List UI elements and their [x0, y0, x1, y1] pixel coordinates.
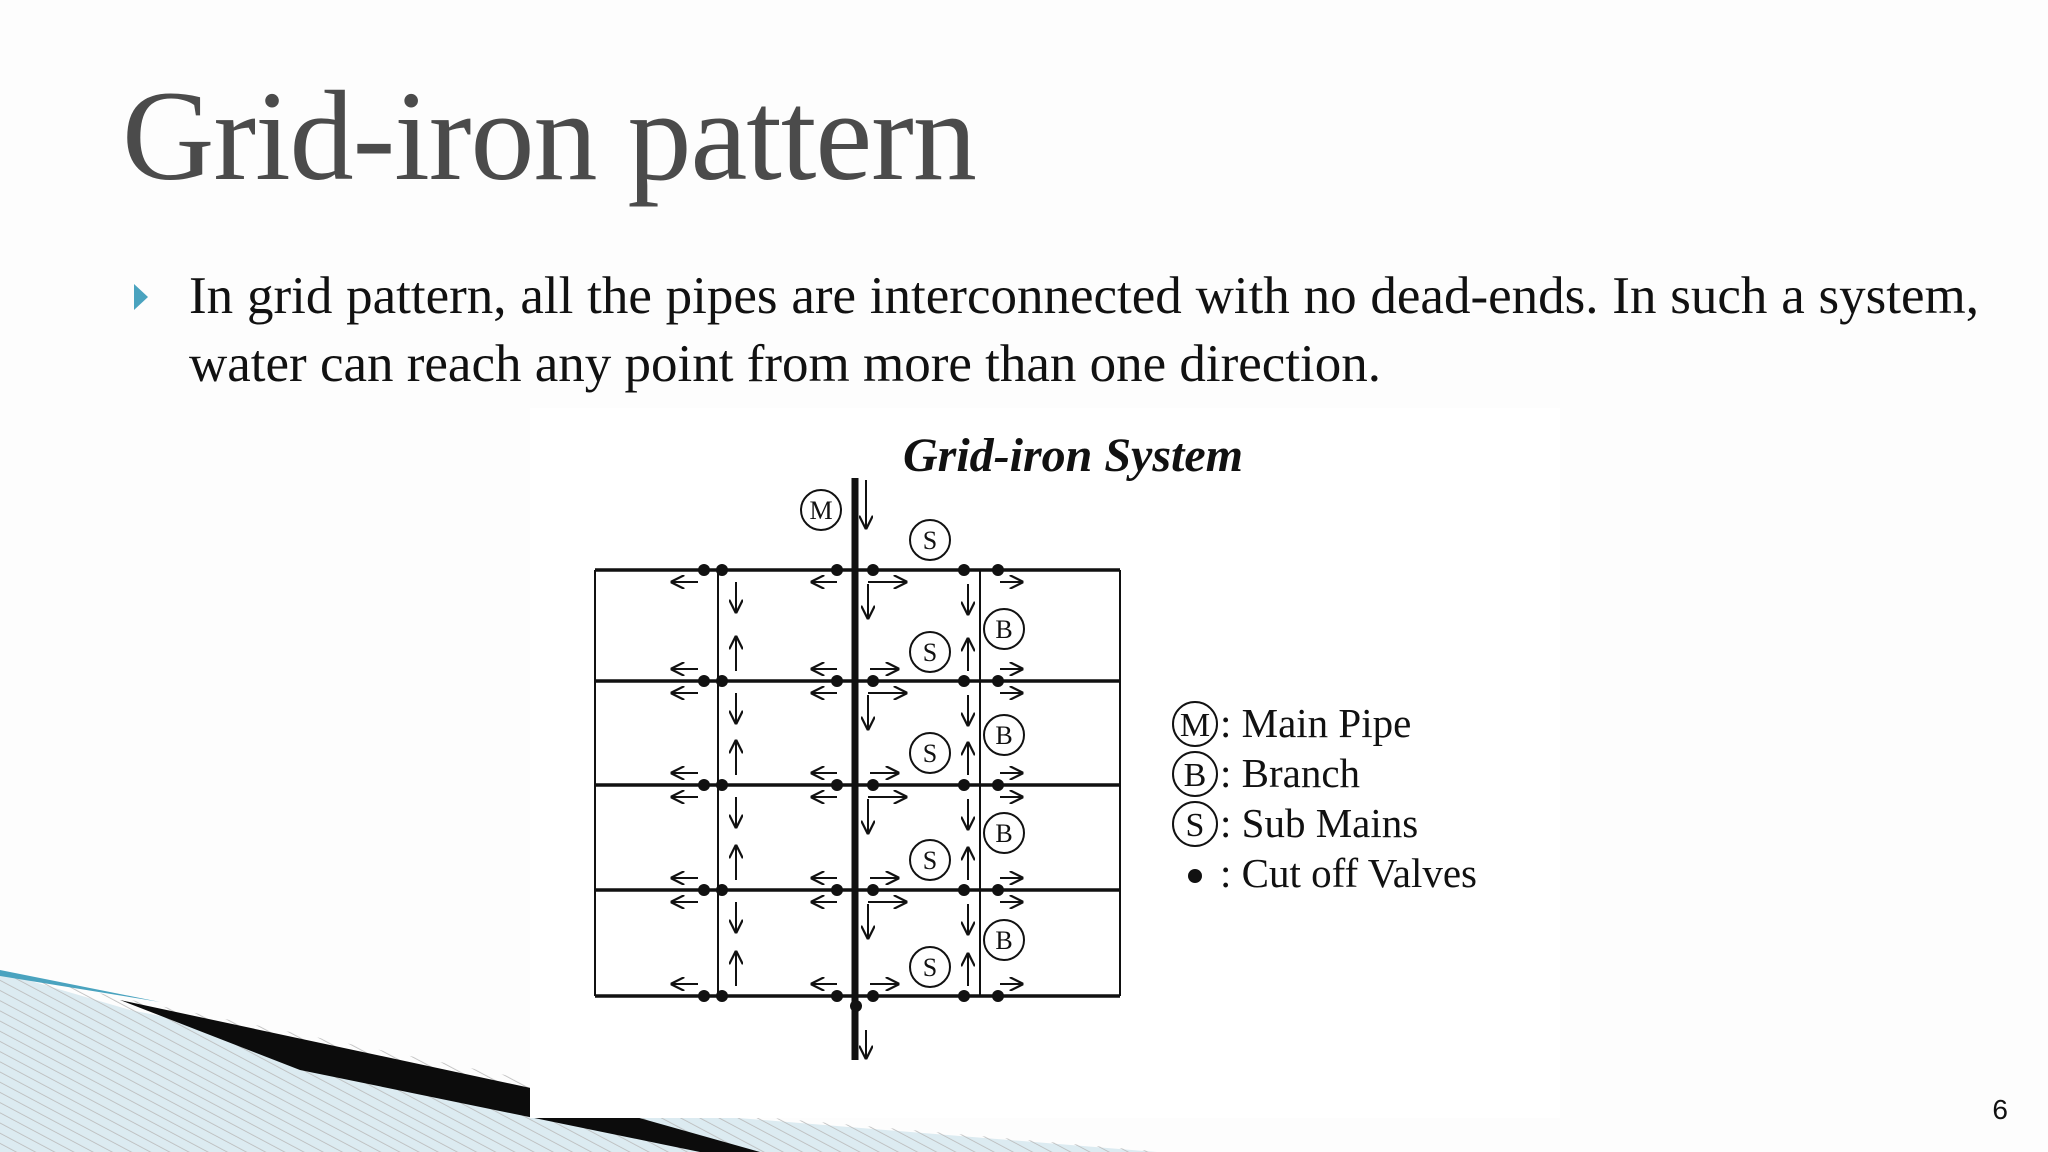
branch-marker-4-circle: [983, 919, 1025, 961]
sub-main-marker-3-label: S: [923, 739, 937, 768]
legend-symbol-2: B: [1184, 757, 1207, 794]
legend-circle-3: [1172, 801, 1218, 847]
cut-off-valve-r1-c4: [867, 564, 879, 576]
branch-marker-2-circle: [983, 714, 1025, 756]
cut-off-valve-r5-c2: [716, 990, 728, 1002]
cut-off-valve-r1-c2: [716, 564, 728, 576]
legend-circle-1: [1172, 701, 1218, 747]
bullet-arrow-icon: [134, 284, 148, 310]
bullet-text: In grid pattern, all the pipes are inter…: [189, 267, 1979, 393]
sub-main-marker-2-circle: [909, 631, 951, 673]
sub-main-marker-5-label: S: [923, 953, 937, 982]
cut-off-valve-r4-c5: [958, 884, 970, 896]
sub-main-marker-1-circle: [909, 519, 951, 561]
sub-main-marker-4-label: S: [923, 846, 937, 875]
slide-title: Grid-iron pattern: [122, 65, 977, 207]
cut-off-valve-r4-c4: [867, 884, 879, 896]
legend-label-1: : Main Pipe: [1220, 700, 1411, 746]
cut-off-valve-r1-c1: [698, 564, 710, 576]
legend-label-4: : Cut off Valves: [1220, 850, 1477, 896]
cut-off-valve-r1-c3: [831, 564, 843, 576]
cut-off-valve-r5-c3: [831, 990, 843, 1002]
main-pipe-marker-circle: [800, 489, 842, 531]
cut-off-valve-r2-c4: [867, 675, 879, 687]
cut-off-valve-r1-c5: [958, 564, 970, 576]
deco-band-accent: [0, 970, 160, 1002]
cut-off-valve-r5-c5: [958, 990, 970, 1002]
pipe-network: M S S S S S B B B B: [594, 478, 1121, 1060]
cut-off-valve-r2-c2: [716, 675, 728, 687]
branch-marker-3-label: B: [995, 819, 1012, 848]
main-pipe-marker-label: M: [809, 496, 832, 525]
sub-main-marker-2-label: S: [923, 638, 937, 667]
legend-label-2: : Branch: [1220, 750, 1360, 796]
cut-off-valve-r3-c1: [698, 779, 710, 791]
cut-off-valve-r3-c5: [958, 779, 970, 791]
cut-off-valve-main-bottom: [850, 1000, 862, 1012]
cut-off-valve-r2-c5: [958, 675, 970, 687]
cut-off-valve-r4-c6: [992, 884, 1004, 896]
cut-off-valve-r2-c1: [698, 675, 710, 687]
cut-off-valve-r3-c2: [716, 779, 728, 791]
branch-marker-4-label: B: [995, 926, 1012, 955]
cut-off-valve-r5-c4: [867, 990, 879, 1002]
cut-off-valve-r1-c6: [992, 564, 1004, 576]
cut-off-valve-r2-c3: [831, 675, 843, 687]
legend-label-3: : Sub Mains: [1220, 800, 1418, 846]
cut-off-valve-r2-c6: [992, 675, 1004, 687]
sub-main-marker-5-circle: [909, 946, 951, 988]
sub-main-marker-1-label: S: [923, 526, 937, 555]
legend-circle-2: [1172, 751, 1218, 797]
figure-title: Grid-iron System: [903, 429, 1243, 482]
cut-off-valve-r5-c1: [698, 990, 710, 1002]
branch-marker-2-label: B: [995, 721, 1012, 750]
cut-off-valve-r3-c3: [831, 779, 843, 791]
branch-marker-3-circle: [983, 812, 1025, 854]
page-number: 6: [1992, 1094, 2008, 1125]
cut-off-valve-r4-c2: [716, 884, 728, 896]
cut-off-valve-r4-c1: [698, 884, 710, 896]
sub-main-marker-3-circle: [909, 732, 951, 774]
cut-off-valve-r5-c6: [992, 990, 1004, 1002]
cut-off-valve-r3-c6: [992, 779, 1004, 791]
cut-off-valve-r3-c4: [867, 779, 879, 791]
deco-hatch: [0, 972, 1165, 1152]
sub-main-marker-4-circle: [909, 839, 951, 881]
legend-symbol-3: S: [1186, 807, 1205, 844]
legend-valve-dot: [1188, 869, 1202, 883]
cut-off-valve-r4-c3: [831, 884, 843, 896]
branch-marker-1-circle: [983, 608, 1025, 650]
branch-marker-1-label: B: [995, 615, 1012, 644]
legend-symbol-1: M: [1180, 707, 1210, 744]
